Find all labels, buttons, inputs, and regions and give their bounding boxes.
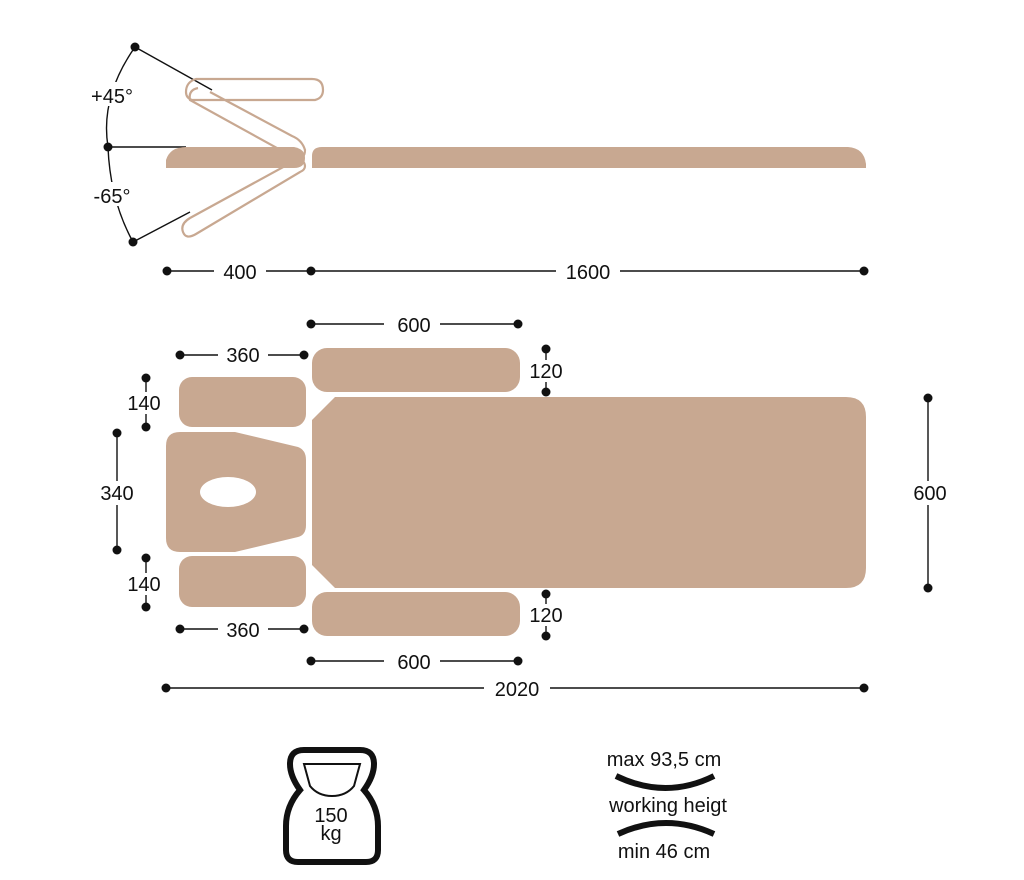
dim-side-piece-top: 140 [127, 393, 160, 415]
angle-line-down [132, 211, 191, 243]
max-load-value: 150 [314, 805, 347, 827]
dim-head-piece-top: 360 [226, 345, 259, 367]
dim-armrest-width-top: 120 [529, 361, 562, 383]
side-view: +45° -65° 400 1600 [86, 42, 869, 284]
dimensions: 600 360 120 140 340 140 600 120 [95, 312, 954, 702]
dim-head-width: 340 [100, 483, 133, 505]
body-segment-top [312, 397, 866, 588]
angle-up-label: +45° [91, 86, 133, 108]
dim-dot [128, 237, 138, 247]
dim-head-piece-bottom: 360 [226, 620, 259, 642]
height-min: min 46 cm [618, 841, 710, 863]
height-max: max 93,5 cm [607, 749, 721, 771]
working-height-icon: max 93,5 cm working heigt min 46 cm [607, 749, 728, 863]
dim-armrest-top: 600 [397, 315, 430, 337]
side-piece-bottom [179, 556, 306, 607]
armrest-top [312, 348, 520, 392]
head-raised-outline [184, 77, 325, 160]
angle-down-label: -65° [94, 186, 131, 208]
dim-body-width: 600 [913, 483, 946, 505]
height-arc-top [614, 773, 716, 791]
dim-dot [103, 142, 113, 152]
max-load-unit: kg [320, 823, 341, 845]
side-piece-top [179, 377, 306, 427]
dim-armrest-bottom: 600 [397, 652, 430, 674]
armrest-bottom [312, 592, 520, 636]
height-label: working heigt [608, 795, 727, 817]
dim-body-length: 1600 [566, 262, 611, 284]
dim-armrest-width-bottom: 120 [529, 605, 562, 627]
top-view: 600 360 120 140 340 140 600 120 [95, 312, 954, 702]
max-load-icon: 150 kg [283, 747, 381, 865]
dim-total-length: 2020 [495, 679, 540, 701]
angle-line-up [134, 46, 213, 91]
dim-head-length: 400 [223, 262, 256, 284]
head-lowered-outline [181, 158, 307, 238]
height-arc-bottom [616, 820, 716, 837]
head-segment-side [166, 147, 305, 168]
face-hole [200, 477, 256, 507]
dim-dot [130, 42, 140, 52]
dim-side-piece-bottom: 140 [127, 574, 160, 596]
body-segment-side [312, 147, 866, 168]
